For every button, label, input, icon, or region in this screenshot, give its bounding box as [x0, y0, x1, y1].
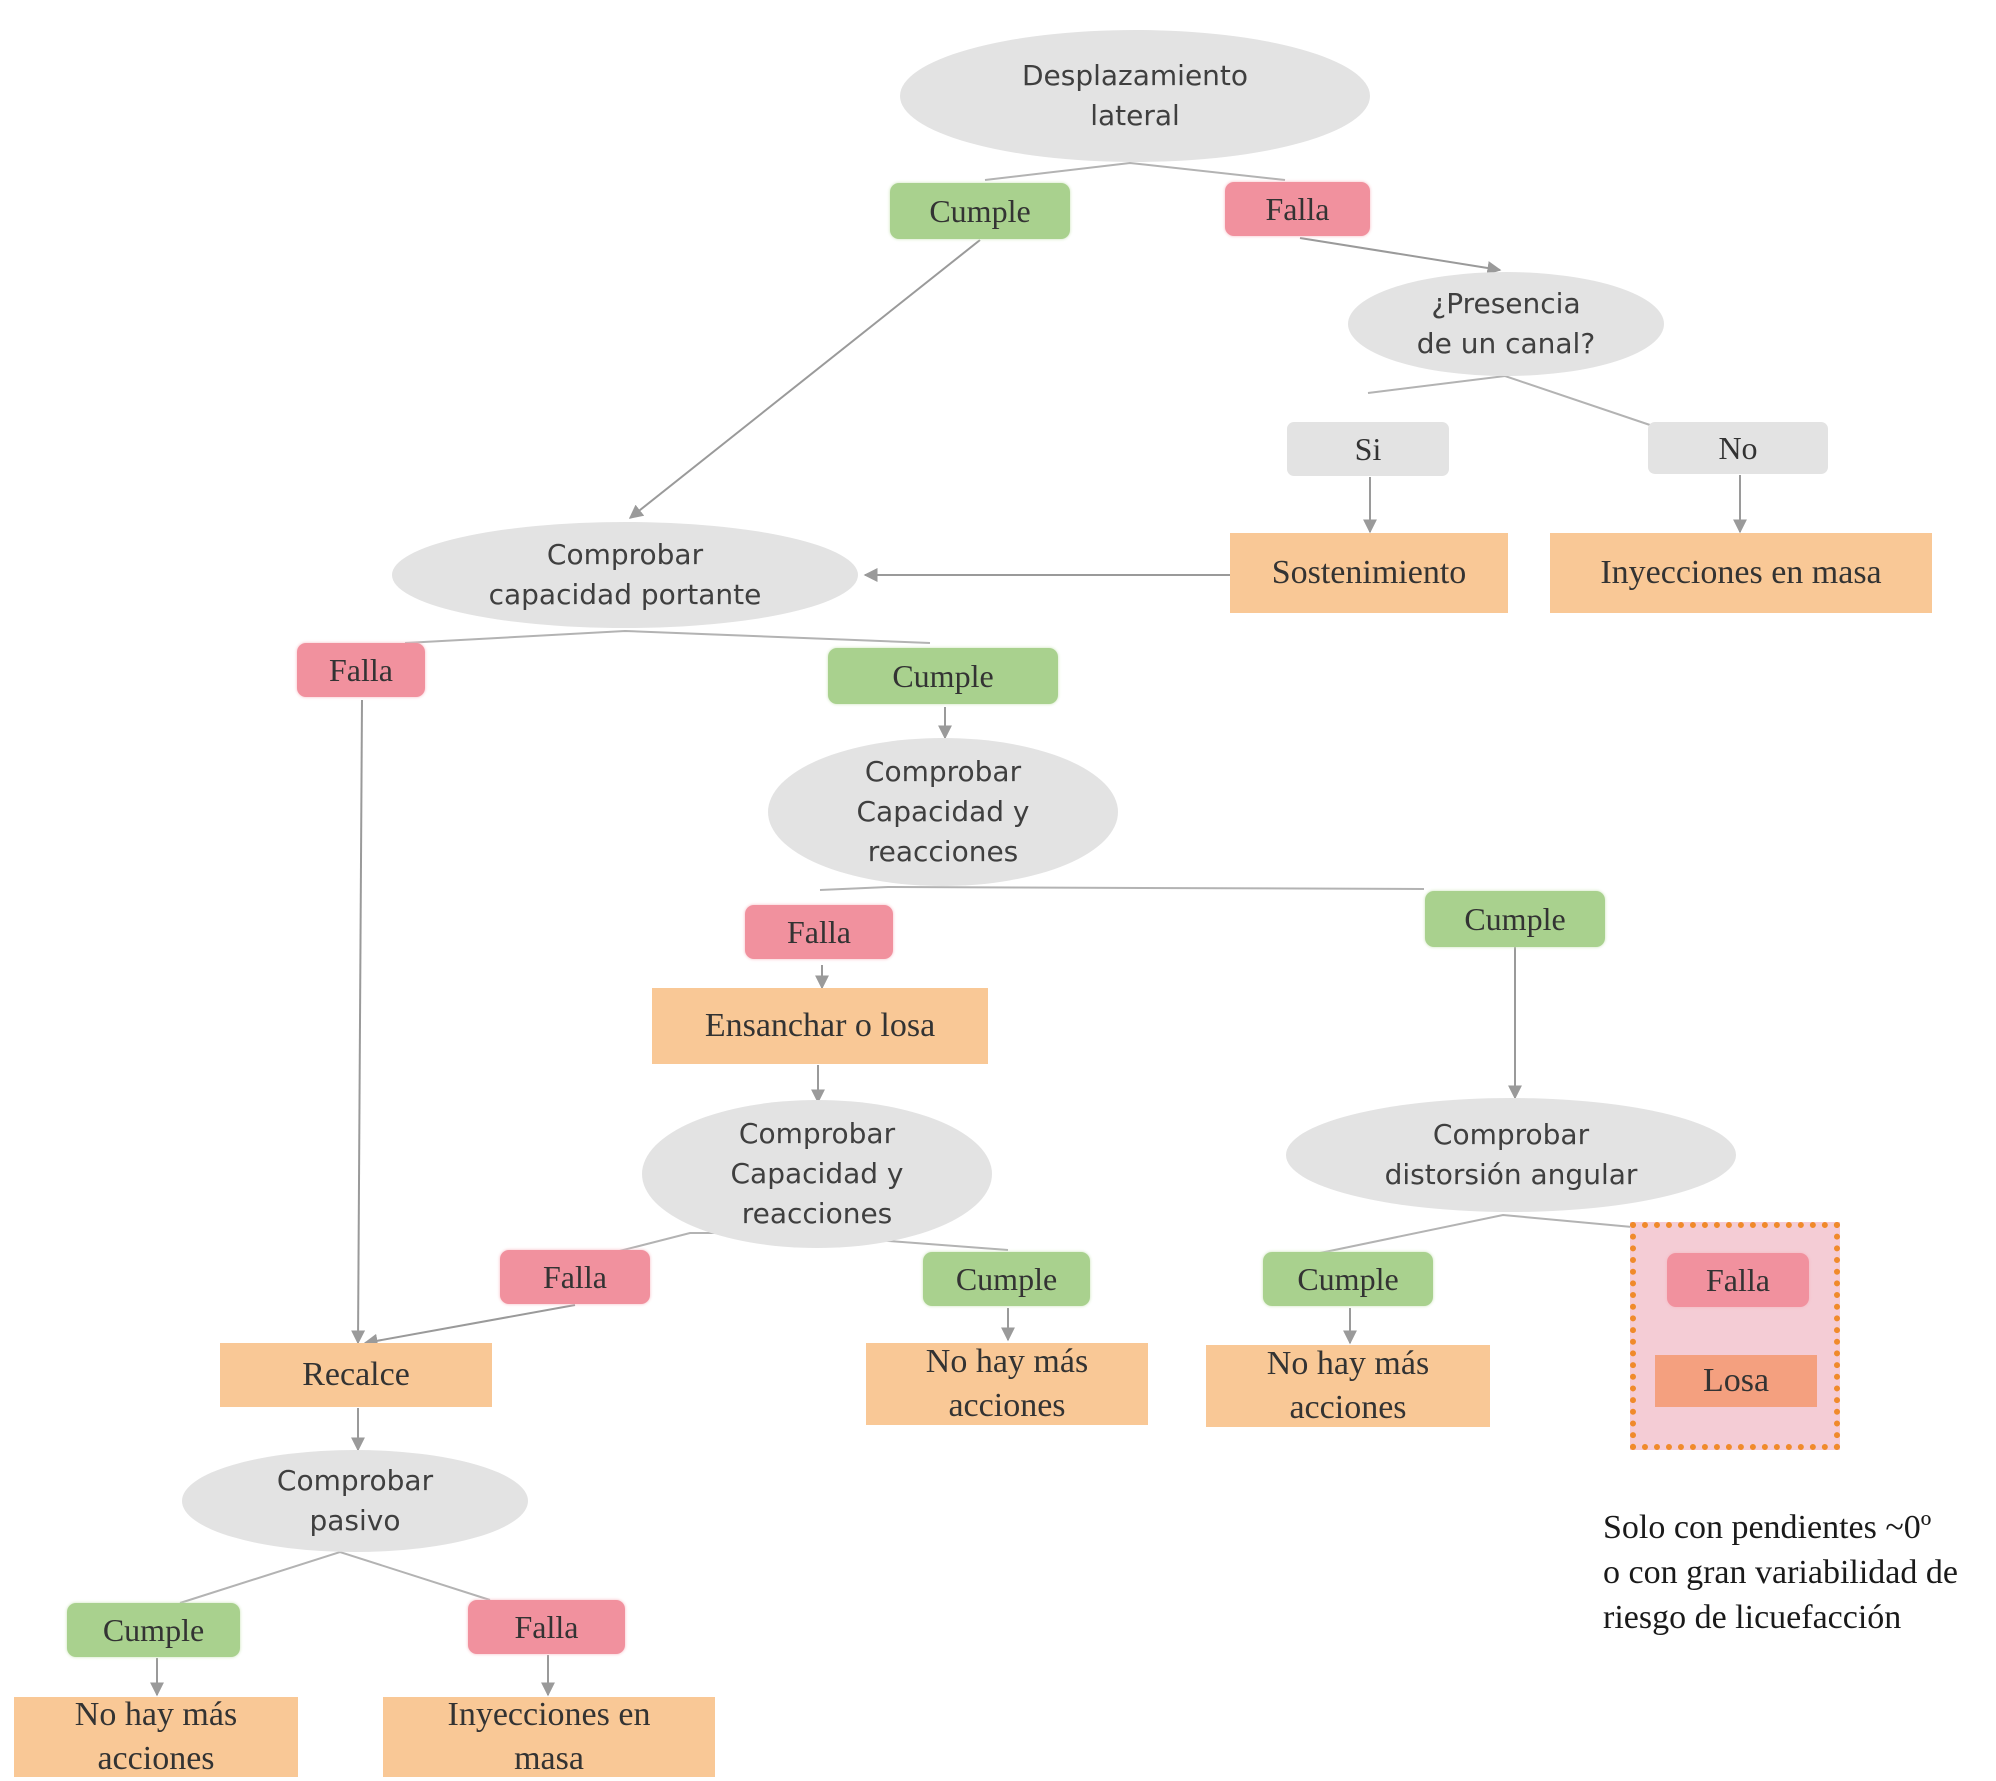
arrow-falla4-recalce — [363, 1304, 576, 1348]
branch-line-distorsion — [1319, 1213, 1644, 1254]
arrow-falla1-canal — [1299, 237, 1502, 275]
node-comprobar-capacidad-reacciones-1: Comprobar Capacidad y reacciones — [768, 738, 1118, 886]
label-falla-3: Falla — [745, 905, 893, 959]
branch-line-capacidad-1 — [819, 885, 1425, 891]
label-falla-5: Falla — [1667, 1253, 1809, 1307]
action-ensanchar-o-losa: Ensanchar o losa — [652, 988, 988, 1064]
footnote-losa-condition: Solo con pendientes ~0º o con gran varia… — [1603, 1509, 1958, 1636]
action-inyecciones-en-masa-2: Inyecciones en masa — [383, 1696, 715, 1777]
label-cumple-5: Cumple — [1263, 1252, 1433, 1306]
branch-line-desplazamiento — [984, 161, 1286, 181]
node-comprobar-capacidad-reacciones-2: Comprobar Capacidad y reacciones — [642, 1100, 992, 1248]
label-no: No — [1648, 422, 1828, 474]
node-presencia-canal: ¿Presencia de un canal? — [1348, 272, 1664, 376]
label-cumple-1: Cumple — [890, 183, 1070, 239]
node-desplazamiento-lateral: Desplazamiento lateral — [900, 30, 1370, 162]
label-cumple-3: Cumple — [1425, 891, 1605, 947]
label-si: Si — [1287, 422, 1449, 476]
node-comprobar-distorsion-angular: Comprobar distorsión angular — [1286, 1098, 1736, 1212]
action-losa: Losa — [1655, 1355, 1817, 1407]
label-falla-1: Falla — [1225, 182, 1370, 236]
label-falla-6: Falla — [468, 1600, 625, 1654]
branch-line-canal — [1367, 374, 1651, 426]
action-no-hay-mas-acciones-1: No hay más acciones — [866, 1343, 1148, 1425]
label-cumple-4: Cumple — [923, 1252, 1090, 1306]
label-falla-2: Falla — [297, 643, 425, 697]
action-recalce: Recalce — [220, 1343, 492, 1407]
action-no-hay-mas-acciones-2: No hay más acciones — [1206, 1345, 1490, 1427]
arrow-cumple1-portante — [628, 239, 981, 519]
action-sostenimiento: Sostenimiento — [1230, 533, 1508, 613]
branch-line-pasivo — [179, 1550, 491, 1604]
action-no-hay-mas-acciones-3: No hay más acciones — [14, 1696, 298, 1777]
branch-line-portante — [404, 629, 931, 644]
arrow-falla2-recalce — [351, 699, 366, 1345]
action-inyecciones-en-masa-1: Inyecciones en masa — [1550, 533, 1932, 613]
node-comprobar-pasivo: Comprobar pasivo — [182, 1450, 528, 1552]
label-falla-4: Falla — [500, 1250, 650, 1304]
label-cumple-6: Cumple — [67, 1603, 240, 1657]
label-cumple-2: Cumple — [828, 648, 1058, 704]
node-comprobar-capacidad-portante: Comprobar capacidad portante — [392, 522, 858, 628]
